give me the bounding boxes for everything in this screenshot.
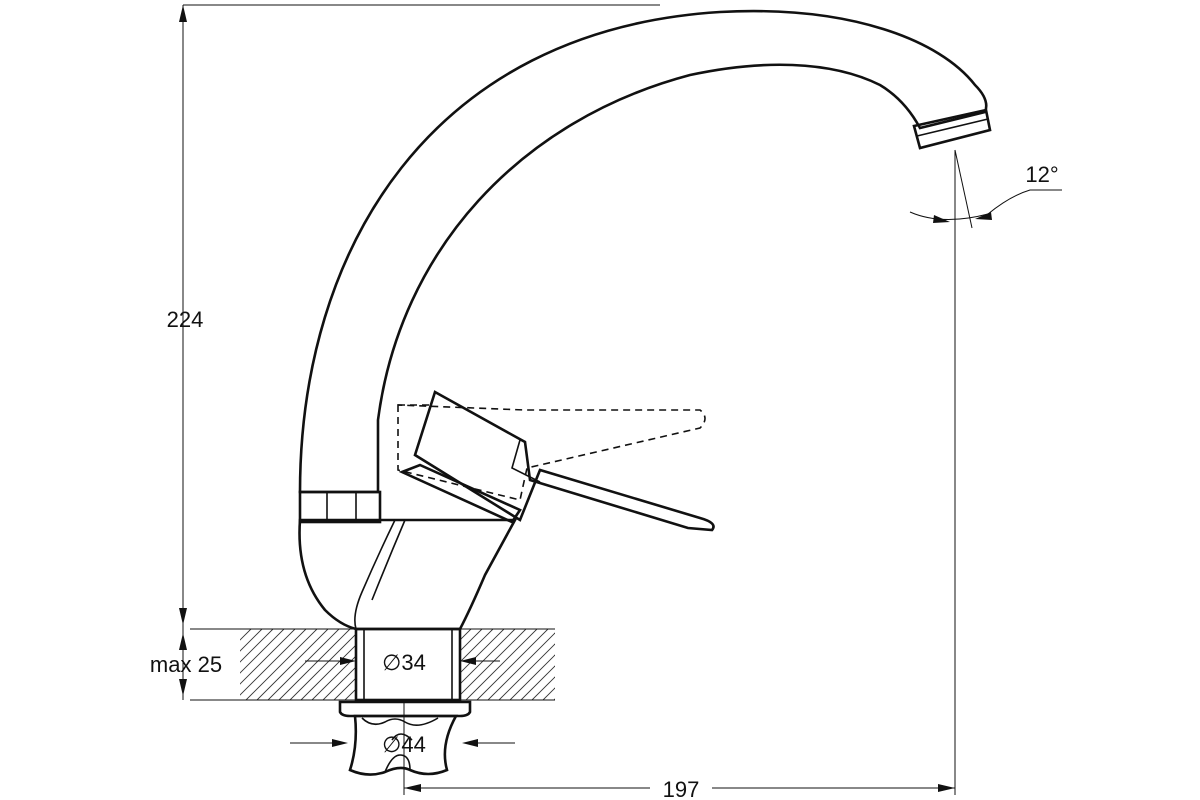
faucet-body	[298, 518, 518, 631]
lever-raised-position	[397, 404, 706, 501]
hatch-line	[289, 634, 355, 700]
hatch-line	[487, 632, 555, 700]
hatch-line	[465, 629, 538, 700]
spout	[298, 9, 992, 524]
hatch-line	[576, 629, 647, 700]
hatch-line	[311, 656, 355, 700]
dimension-nut-diameter: ∅44	[290, 732, 515, 757]
hatch-line	[598, 629, 669, 700]
countertop-right-hatch	[460, 629, 691, 700]
hatch-line	[240, 629, 274, 663]
hatch-line	[245, 629, 318, 700]
hatch-line	[460, 629, 505, 674]
hatch-line	[609, 629, 680, 700]
hatch-line	[531, 676, 555, 700]
hatch-line	[240, 629, 307, 696]
hatch-line	[520, 665, 555, 700]
hatch-line	[267, 629, 340, 700]
hatch-line	[240, 629, 285, 674]
lever-handle	[398, 390, 715, 532]
hatch-line	[300, 645, 355, 700]
hatch-line	[333, 678, 355, 700]
hatch-line	[256, 629, 329, 700]
countertop-section	[190, 628, 691, 701]
height-label: 224	[167, 307, 204, 332]
fixing-nut	[338, 700, 472, 776]
hatch-line	[498, 643, 555, 700]
hatch-line	[565, 629, 636, 700]
hatch-line	[460, 629, 527, 696]
shank-diameter-label: ∅34	[382, 650, 426, 675]
dimension-height: 224	[167, 4, 660, 629]
reach-label: 197	[663, 777, 700, 800]
hatch-line	[460, 629, 494, 663]
hatch-line	[278, 629, 351, 700]
hatch-line	[460, 629, 516, 685]
hatch-line	[460, 629, 483, 652]
dimension-reach: 197	[403, 150, 956, 800]
hatch-line	[476, 629, 549, 700]
hatch-line	[620, 629, 691, 700]
dimension-countertop: max 25	[150, 629, 222, 700]
hatch-line	[553, 698, 555, 700]
dimension-spout-angle: 12°	[909, 149, 1062, 229]
dimension-shank-diameter: ∅34	[305, 650, 500, 675]
angle-label: 12°	[1025, 162, 1058, 187]
countertop-left-hatch	[240, 629, 355, 700]
countertop-label: max 25	[150, 652, 222, 677]
hatch-line	[509, 654, 555, 700]
hatch-line	[542, 687, 555, 700]
hatch-line	[322, 667, 355, 700]
hatch-line	[587, 629, 658, 700]
hatch-line	[240, 629, 263, 652]
hatch-line	[240, 629, 296, 685]
